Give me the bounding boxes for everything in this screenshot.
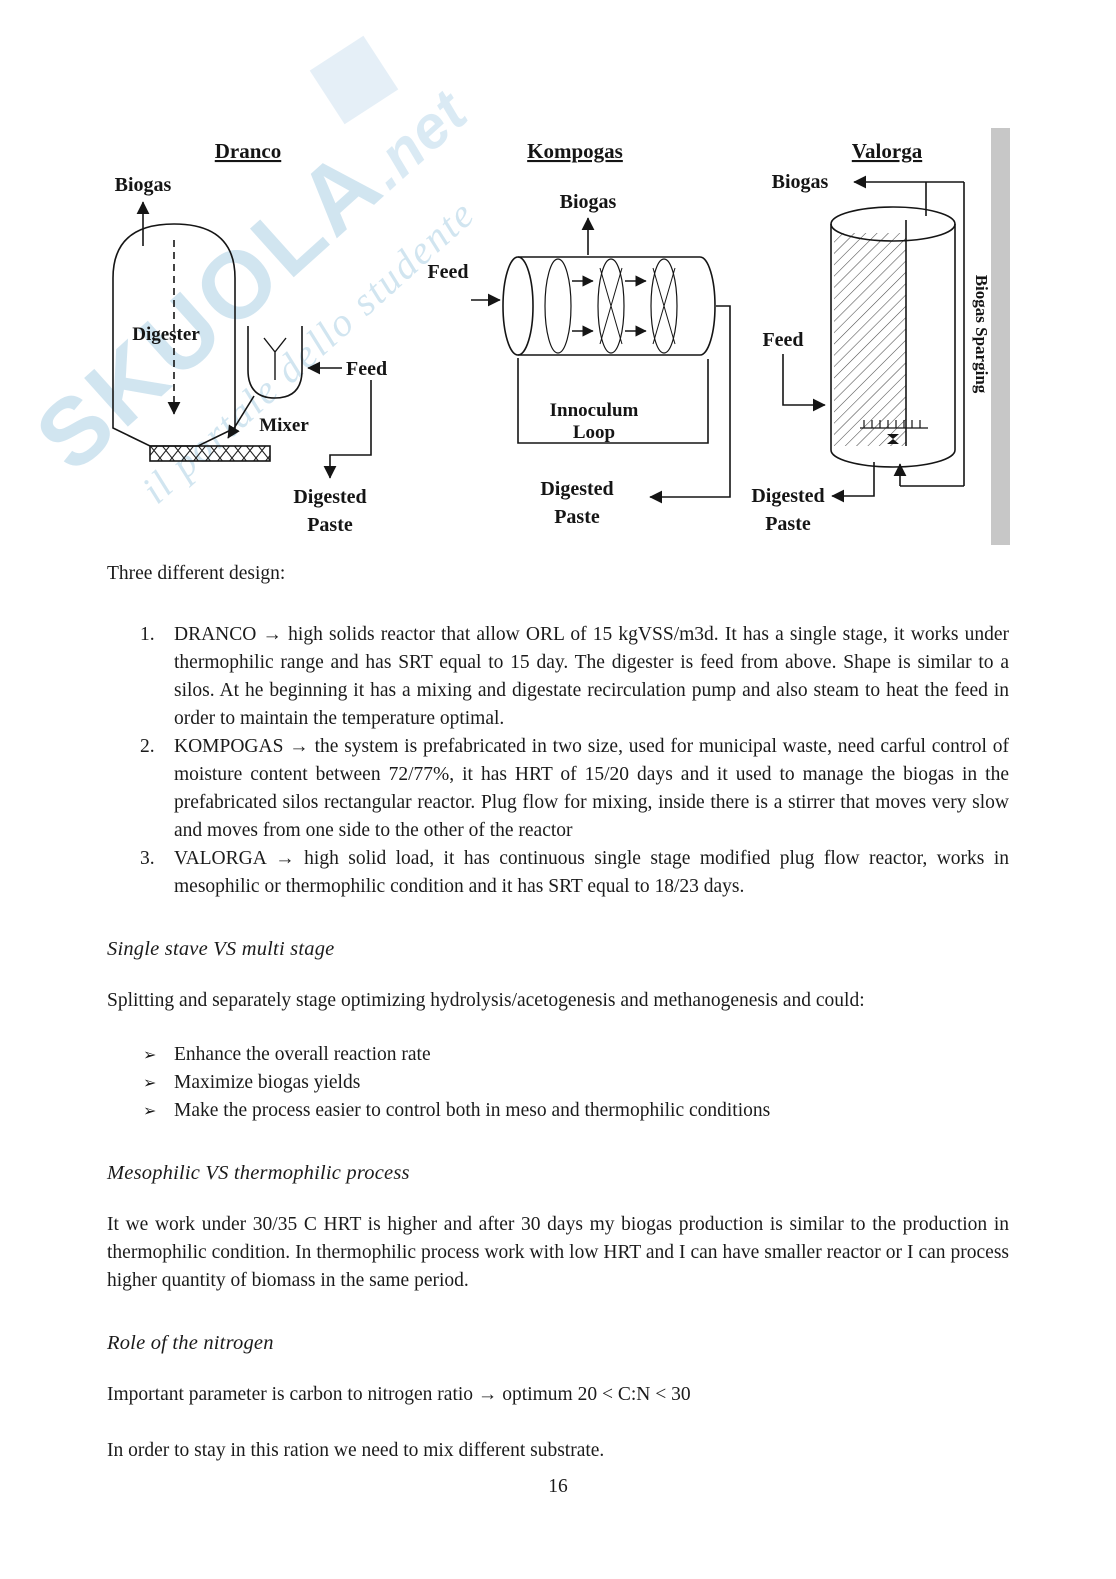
bullet-text: Maximize biogas yields	[174, 1072, 361, 1093]
mesophilic-vs-thermophilic-paragraph: It we work under 30/35 C HRT is higher a…	[107, 1214, 1009, 1291]
dranco-grate	[149, 445, 271, 462]
bullet-text: Make the process easier to control both …	[174, 1100, 771, 1121]
digester-designs-figure: Dranco Biogas Digester Feed Mixer Digest…	[112, 128, 1010, 545]
kompogas-innoculum-loop-label-line2: Loop	[573, 422, 615, 443]
substrate-mix-paragraph: In order to stay in this ration we need …	[107, 1440, 605, 1461]
page-number: 16	[548, 1476, 568, 1497]
valorga-tank-bottom	[830, 449, 956, 468]
kompogas-biogas-label: Biogas	[560, 191, 617, 213]
watermark-diamond-logo	[309, 35, 399, 125]
bullet-list: ➢ Enhance the overall reaction rate ➢ Ma…	[107, 1041, 1009, 1125]
dranco-diagram: Dranco Biogas Digester Feed Mixer Digest…	[112, 139, 387, 536]
dranco-feed-label: Feed	[346, 358, 387, 380]
design-list: 1. DRANCO → high solids reactor that all…	[107, 621, 1009, 901]
valorga-digested-paste-arrow	[831, 462, 875, 503]
kompogas-digested-paste-label-line2: Paste	[554, 506, 600, 528]
list-item: ➢ Make the process easier to control bot…	[107, 1097, 1009, 1125]
dranco-digested-paste-arrow	[323, 380, 372, 479]
section-heading-role-of-nitrogen: Role of the nitrogen	[107, 1332, 274, 1354]
bullet-arrow-icon: ➢	[143, 1073, 157, 1092]
dranco-mixer-outlet-arrow	[227, 395, 255, 439]
valorga-hatched-zone	[834, 233, 906, 446]
valorga-biogas-sparging-label: Biogas Sparging	[972, 275, 991, 394]
kompogas-innoculum-loop-label-line1: Innoculum	[550, 400, 639, 421]
dranco-mixer-vessel	[247, 326, 303, 399]
list-number: 3.	[140, 848, 155, 869]
list-item: 1. DRANCO → high solids reactor that all…	[107, 621, 1009, 733]
kompogas-digested-paste-label-line1: Digested	[540, 478, 613, 500]
kompogas-digested-paste-arrow	[649, 305, 731, 504]
valorga-sparger	[860, 420, 928, 429]
bullet-arrow-icon: ➢	[143, 1045, 157, 1064]
valorga-biogas-label: Biogas	[772, 171, 829, 193]
list-text: DRANCO → high solids reactor that allow …	[174, 624, 1009, 729]
list-number: 2.	[140, 736, 155, 757]
list-item: ➢ Maximize biogas yields	[107, 1069, 1009, 1097]
kompogas-plug-boundary	[650, 258, 678, 354]
nitrogen-ratio-paragraph: Important parameter is carbon to nitroge…	[107, 1384, 691, 1405]
intro-text: Three different design:	[107, 563, 286, 584]
dranco-digester-label: Digester	[132, 324, 200, 345]
scan-edge-artifact	[991, 128, 1010, 545]
bullet-arrow-icon: ➢	[143, 1101, 157, 1120]
kompogas-diagram: Kompogas Biogas Feed Innoculum Loop Dige…	[427, 139, 731, 528]
list-text: KOMPOGAS → the system is prefabricated i…	[174, 736, 1009, 841]
list-text: VALORGA → high solid load, it has contin…	[174, 848, 1009, 897]
bullet-text: Enhance the overall reaction rate	[174, 1044, 431, 1065]
page-content: Three different design: 1. DRANCO → high…	[107, 560, 1009, 1465]
kompogas-plug-boundary	[544, 258, 572, 354]
kompogas-plug-boundary	[597, 258, 625, 354]
list-item: 2. KOMPOGAS → the system is prefabricate…	[107, 733, 1009, 845]
valorga-valve-icon	[887, 434, 899, 444]
kompogas-cylinder-left-cap	[502, 256, 534, 356]
kompogas-cylinder-right-cap	[699, 256, 716, 356]
valorga-feed-arrow	[782, 354, 826, 412]
valorga-digested-paste-label-line2: Paste	[765, 513, 811, 535]
single-vs-multi-paragraph: Splitting and separately stage optimizin…	[107, 990, 865, 1011]
valorga-title: Valorga	[852, 139, 923, 163]
dranco-biogas-label: Biogas	[115, 174, 172, 196]
kompogas-title: Kompogas	[527, 139, 623, 163]
section-heading-mesophilic-vs-thermophilic: Mesophilic VS thermophilic process	[107, 1162, 410, 1184]
kompogas-innoculum-loop-line	[517, 358, 709, 444]
list-item: ➢ Enhance the overall reaction rate	[107, 1041, 1009, 1069]
list-number: 1.	[140, 624, 155, 645]
kompogas-plug-cross	[599, 267, 676, 345]
list-item: 3. VALORGA → high solid load, it has con…	[107, 845, 1009, 901]
dranco-digested-paste-label-line1: Digested	[293, 486, 366, 508]
dranco-title: Dranco	[215, 139, 282, 163]
kompogas-feed-label: Feed	[427, 261, 468, 283]
valorga-diagram: Valorga Biogas Feed Biogas Sparging Dige…	[751, 139, 991, 535]
dranco-digested-paste-label-line2: Paste	[307, 514, 353, 536]
dranco-digester-vessel	[112, 223, 236, 447]
dranco-mixer-label: Mixer	[259, 415, 309, 436]
dranco-stirrer	[263, 337, 287, 380]
section-heading-single-vs-multi-stage: Single stave VS multi stage	[107, 938, 335, 960]
valorga-feed-label: Feed	[762, 329, 803, 351]
valorga-digested-paste-label-line1: Digested	[751, 485, 824, 507]
